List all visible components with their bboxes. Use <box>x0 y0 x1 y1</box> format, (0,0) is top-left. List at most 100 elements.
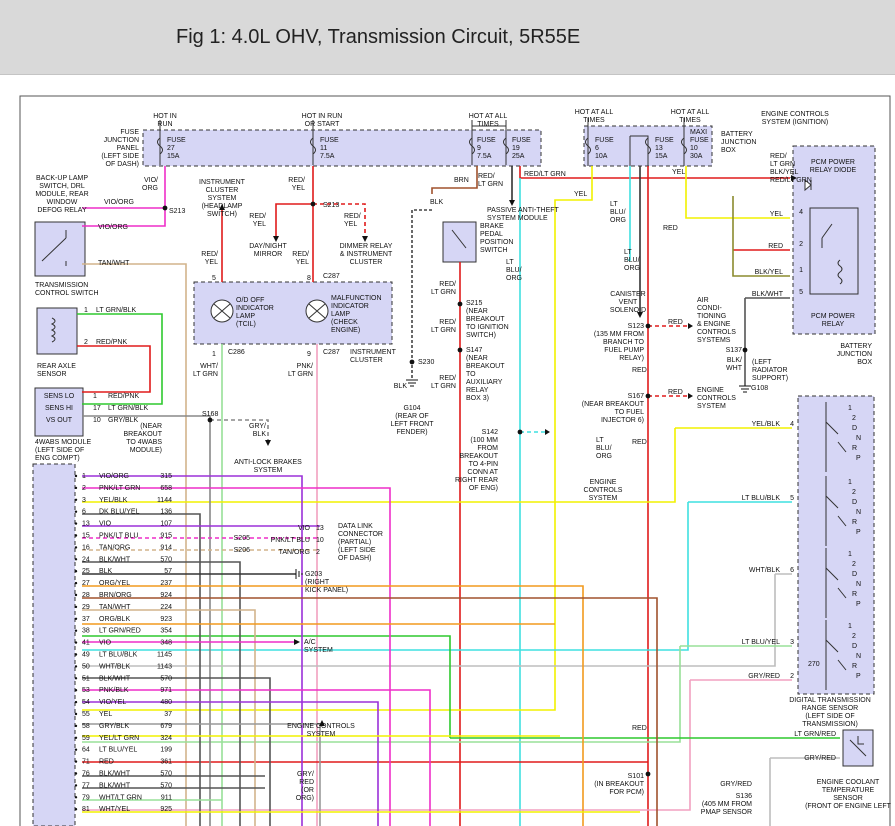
brake-switch-label-line-2: PEDAL <box>480 231 503 238</box>
g104-label-line-2: (REAR OF <box>395 413 428 420</box>
abs-pin-label-3: VS OUT <box>46 417 73 424</box>
pcm-pin-41: 41 <box>82 640 90 647</box>
s147-line-5: AUXILIARY <box>466 379 503 386</box>
pcm-wire-79: WHT/LT GRN <box>99 794 142 801</box>
rear-axle-pin-1: 1 <box>84 307 88 314</box>
ect-label-line-4: (FRONT OF ENGINE LEFT <box>805 803 892 810</box>
wire-lt-blu-org-2-line-3: ORG <box>610 217 626 224</box>
wire-lt-blu-yel <box>82 645 792 743</box>
pcm-wire-27: ORG/YEL <box>99 580 130 587</box>
wire-tan-wht-224 <box>82 609 256 826</box>
pcm-circuit-24: 570 <box>160 556 172 563</box>
pcm-pin-71: 71 <box>82 759 90 766</box>
pcm-wire-58: GRY/BLK <box>99 723 130 730</box>
pcm-pin-terminal-28 <box>74 593 78 597</box>
pcm-pin-15: 15 <box>82 533 90 540</box>
wire-gry-red-label-2: GRY/RED <box>804 755 836 762</box>
fuse-19-label-line-1: FUSE <box>512 137 531 144</box>
wire-lt-grn-red-label: LT GRN/RED <box>794 731 836 738</box>
4wabs-module <box>34 387 84 437</box>
pcm-pin-terminal-71 <box>74 760 78 763</box>
pcm-circuit-25: 57 <box>164 568 172 575</box>
fuse-9-label-line-2: 9 <box>477 145 481 152</box>
ac-engine-label-line-2: CONDI- <box>697 305 723 312</box>
dtr-position-D-g2: D <box>852 499 857 506</box>
pcm-circuit-64: 199 <box>160 747 172 754</box>
pcm-pin-terminal-41 <box>74 641 78 644</box>
dtr-position-P-g2: P <box>856 529 861 536</box>
instr-cluster-label-line-2: CLUSTER <box>350 357 383 364</box>
dtr-position-R-g1: R <box>852 445 857 452</box>
pcm-wire-25: BLK <box>99 568 113 575</box>
pcm-pin-terminal-81 <box>74 808 78 811</box>
dtr-position-P-g1: P <box>856 455 861 462</box>
pcm-circuit-51: 570 <box>160 675 172 682</box>
engine-controls-ignition-line-2: SYSTEM (IGNITION) <box>762 119 829 126</box>
relay-pin-3: 1 <box>799 267 803 274</box>
wire-red-yel-2-line-2: YEL <box>253 221 266 228</box>
relay-wire-4: BLK/WHT <box>752 291 784 298</box>
wire-red-ltgrn-4-line-1: RED/ <box>439 375 456 382</box>
wire-gry-red-or-org-line-2: RED <box>299 779 314 786</box>
od-off-label-line-3: LAMP <box>236 313 255 320</box>
fuse-9-label-line-3: 7.5A <box>477 153 492 160</box>
s230: S230 <box>418 359 434 366</box>
pcm-pin-79: 79 <box>82 794 90 801</box>
ac-engine-label-line-1: AIR <box>697 297 709 304</box>
malf-lamp-label-line-5: ENGINE) <box>331 327 360 334</box>
g203-label-line-3: KICK PANEL) <box>305 587 348 594</box>
dtr-pin-3: 6 <box>790 567 794 574</box>
pcm-pin-terminal-54 <box>74 700 78 704</box>
dtr-pin-2: 5 <box>790 495 794 502</box>
fuse-19 <box>503 120 509 165</box>
hot-at-all-times-1-line-1: HOT AT ALL <box>469 113 508 120</box>
relay-junction-box-label-line-3: BOX <box>857 359 872 366</box>
dtr-pin-1: 4 <box>790 421 794 428</box>
dtr-position-D-g1: D <box>852 425 857 432</box>
pcm-wire-24: BLK/WHT <box>99 556 131 563</box>
dimmer-relay-line-1: DIMMER RELAY <box>340 243 393 250</box>
pcm-pin-terminal-29 <box>74 605 78 609</box>
eng-ctrl-sys-1-line-1: ENGINE <box>697 387 724 394</box>
backup-lamp-label-line-4: WINDOW <box>47 199 78 206</box>
wire-red-label-6: RED <box>668 389 683 396</box>
wire-lt-blu-org-1-line-1: LT <box>506 259 514 266</box>
pcm-pin-terminal-37 <box>74 617 78 620</box>
wire-red-yel-3-line-2: YEL <box>344 221 357 228</box>
wire-red-label-4: RED <box>632 725 647 732</box>
dtr-wire-1: YEL/BLK <box>752 421 781 428</box>
relay-junction-box-label-line-2: JUNCTION <box>837 351 872 358</box>
dtr-position-2-g4: 2 <box>852 633 856 640</box>
figure-title: Fig 1: 4.0L OHV, Transmission Circuit, 5… <box>176 26 581 48</box>
s167-line-4: INJECTOR 6) <box>601 417 644 424</box>
s123-line-4: FUEL PUMP <box>604 347 644 354</box>
pcm-wire-53: PNK/BLK <box>99 687 129 694</box>
dtr-position-1-g2: 1 <box>848 479 852 486</box>
od-off-label-line-2: INDICATOR <box>236 305 274 312</box>
s142-line-2: (100 MM <box>470 437 498 444</box>
canister-label-line-3: SOLENOID <box>610 307 646 314</box>
pcm-pin-terminal-50 <box>74 665 78 668</box>
fuse-27 <box>157 120 163 165</box>
left-rad-label-line-2: RADIATOR <box>752 367 788 374</box>
abs-module-label-line-2: (LEFT SIDE OF <box>35 447 84 454</box>
pcm-circuit-27: 237 <box>160 580 172 587</box>
pcm-pin-28: 28 <box>82 592 90 599</box>
wire-gry-blk-abs <box>210 419 269 440</box>
od-off-label-line-4: (TCIL) <box>236 321 256 328</box>
dtr-position-R-g2: R <box>852 519 857 526</box>
malf-lamp-label-line-1: MALFUNCTION <box>331 295 382 302</box>
left-rad-label-line-1: (LEFT <box>752 359 772 366</box>
wire-gry-red-or-org-line-4: ORG) <box>296 795 314 802</box>
g104-label-line-1: G104 <box>403 405 420 412</box>
engine-controls-ignition-line-1: ENGINE CONTROLS <box>761 111 829 118</box>
wire-red-ltgrn-4-line-2: LT GRN <box>431 383 456 390</box>
fuse-6-label-line-3: 10A <box>595 153 608 160</box>
fuse-panel-label-line-1: FUSE <box>120 129 139 136</box>
dtr-label-line-1: DIGITAL TRANSMISSION <box>789 697 871 704</box>
maxi-fuse-10-label-line-1: MAXI <box>690 129 707 136</box>
maxi-fuse-10-label-line-4: 30A <box>690 153 703 160</box>
ac-engine-label-line-5: CONTROLS <box>697 329 736 336</box>
maxi-fuse-10-label-line-3: 10 <box>690 145 698 152</box>
relay-wire-3: BLK/YEL <box>755 269 784 276</box>
